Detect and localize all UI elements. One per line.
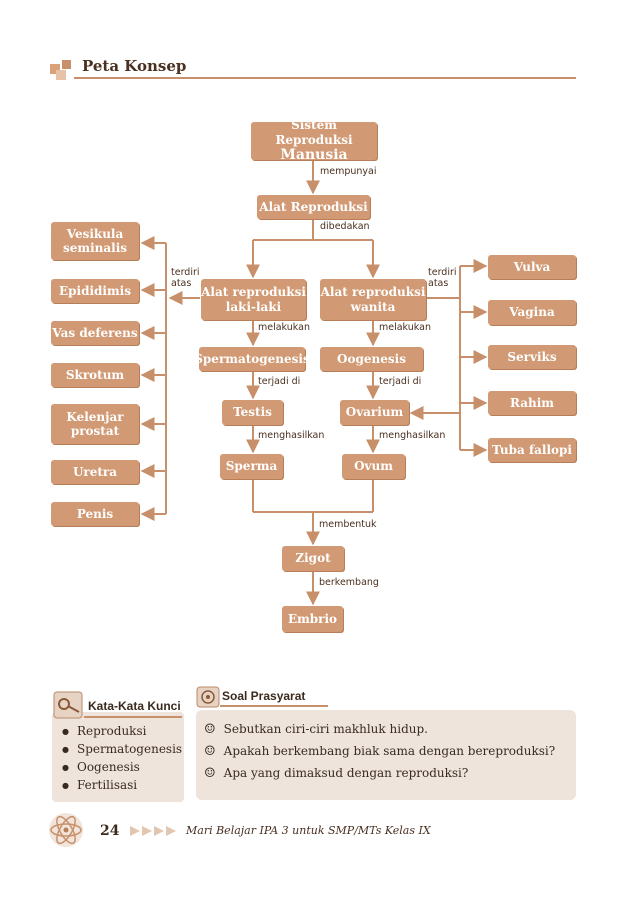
label-mempunyai: mempunyai (320, 166, 377, 177)
male-part-epididimis: Epididimis (51, 279, 139, 303)
label-atas: atas (428, 277, 449, 289)
node-sistem-reproduksi-line2: Manusia (280, 147, 348, 163)
male-part-vas-deferens: Vas deferens (51, 321, 139, 345)
soal-item: Apa yang dimaksud dengan reproduksi? (204, 762, 555, 784)
node-alat-laki-laki-line2: laki-laki (225, 299, 282, 314)
female-part-vagina: Vagina (488, 300, 576, 325)
page-number: 24 (100, 823, 120, 839)
node-sistem-reproduksi: Sistem Reproduksi Manusia (251, 118, 377, 163)
label-atas: atas (171, 277, 192, 289)
female-part-rahim: Rahim (488, 391, 576, 415)
kata-kunci-item: Oogenesis (62, 758, 182, 776)
question-icon (196, 686, 220, 708)
label-terdiri-atas-right: terdiri atas (428, 267, 457, 290)
female-part-vulva: Vulva (488, 255, 576, 279)
node-alat-wanita-line2: wanita (350, 299, 396, 314)
node-alat-laki-laki: Alat reproduksi laki-laki (201, 279, 306, 320)
label-melakukan-left: melakukan (258, 322, 310, 333)
header-divider (74, 77, 576, 79)
soal-prasyarat-list: Sebutkan ciri-ciri makhluk hidup. Apakah… (204, 718, 556, 784)
label-terjadi-di-right: terjadi di (379, 376, 422, 387)
male-part-uretra: Uretra (51, 460, 139, 484)
soal-item: Sebutkan ciri-ciri makhluk hidup. (204, 718, 555, 740)
node-ovarium: Ovarium (340, 400, 409, 425)
soal-item: Apakah berkembang biak sama dengan berep… (204, 740, 556, 762)
node-testis: Testis (222, 400, 283, 425)
label-terdiri: terdiri (428, 267, 457, 278)
node-alat-wanita-line1: Alat reproduksi (320, 285, 426, 300)
soal-prasyarat-title-line (220, 705, 328, 707)
node-alat-laki-laki-line1: Alat reproduksi (201, 285, 306, 300)
kata-kunci-title-line (84, 716, 182, 718)
node-zigot: Zigot (282, 546, 344, 571)
node-alat-wanita: Alat reproduksi wanita (320, 279, 426, 320)
section-title: Peta Konsep (82, 57, 187, 75)
male-part-kelenjar-prostat: Kelenjar prostat (51, 404, 139, 444)
male-part-penis: Penis (51, 502, 139, 526)
atom-icon (49, 813, 83, 847)
concept-map-icon (50, 60, 71, 80)
label-terjadi-di-left: terjadi di (258, 376, 301, 387)
label-menghasilkan-left: menghasilkan (258, 430, 325, 441)
male-part-line2: seminalis (62, 241, 128, 255)
male-part-skrotum: Skrotum (51, 363, 139, 387)
book-title: Mari Belajar IPA 3 untuk SMP/MTs Kelas I… (186, 824, 431, 837)
kata-kunci-item: Fertilisasi (62, 776, 182, 794)
kata-kunci-list: Reproduksi Spermatogenesis Oogenesis Fer… (62, 722, 182, 794)
label-dibedakan: dibedakan (320, 221, 370, 232)
node-sperma: Sperma (220, 454, 283, 479)
kata-kunci-title: Kata-Kata Kunci (88, 699, 181, 713)
female-part-tuba-fallopi: Tuba fallopi (488, 438, 576, 462)
arrow-decoration-icon (130, 826, 176, 836)
male-part-line2: prostat (70, 424, 120, 438)
label-menghasilkan-right: menghasilkan (379, 430, 446, 441)
node-sistem-reproduksi-line1: Sistem Reproduksi (275, 118, 353, 147)
kata-kunci-item: Reproduksi (62, 722, 182, 740)
female-part-serviks: Serviks (488, 345, 576, 369)
label-terdiri-atas-left: terdiri atas (171, 267, 200, 290)
label-berkembang: berkembang (319, 577, 379, 588)
label-melakukan-right: melakukan (379, 322, 431, 333)
node-spermatogenesis: Spermatogenesis (194, 347, 310, 371)
node-alat-reproduksi: Alat Reproduksi (257, 195, 370, 219)
label-terdiri: terdiri (171, 267, 200, 278)
node-embrio: Embrio (282, 606, 343, 632)
soal-prasyarat-title: Soal Prasyarat (222, 689, 306, 703)
node-oogenesis: Oogenesis (320, 347, 423, 371)
male-part-line1: Vesikula (66, 226, 124, 241)
male-part-line1: Kelenjar (66, 409, 124, 424)
male-part-vesikula-seminalis: Vesikula seminalis (51, 222, 139, 260)
key-icon (53, 691, 83, 719)
kata-kunci-item: Spermatogenesis (62, 740, 182, 758)
label-membentuk: membentuk (319, 519, 377, 530)
node-ovum: Ovum (342, 454, 405, 479)
